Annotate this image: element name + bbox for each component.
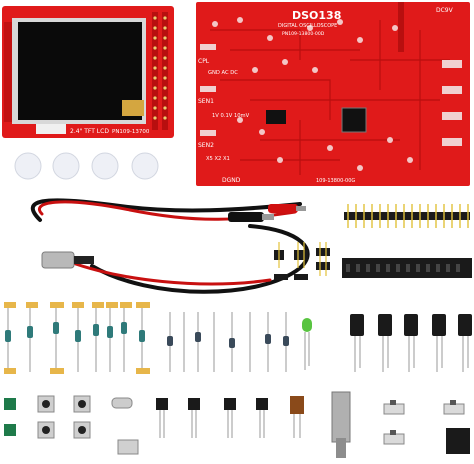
cpl-modes: GND AC DC: [208, 70, 238, 76]
mcu-chip: [341, 107, 367, 133]
lcd-label: 2.4" TFT LCD: [70, 128, 109, 135]
electrolytic-capacitors: [350, 314, 472, 372]
tactile-buttons: [37, 395, 91, 439]
sen1-values: 1V 0.1V 10mV: [212, 113, 250, 119]
green-led: [302, 318, 312, 370]
female-header: [342, 258, 472, 278]
rubber-feet: [14, 152, 159, 180]
lcd-part-number: PN109-13700: [112, 129, 150, 135]
lcd-header-pins: [152, 12, 168, 130]
resistors: [4, 302, 150, 374]
pin-header-long: [344, 204, 470, 228]
sen2-values: X5 X2 X1: [206, 156, 230, 162]
alligator-clip-red: [268, 204, 306, 213]
cpl-label: CPL: [198, 58, 210, 65]
board-part-number: PN109-13800-00D: [282, 31, 325, 37]
green-trimmers: [4, 398, 16, 436]
inductor: [290, 396, 304, 438]
bnc-panel-jack: [331, 391, 351, 458]
dc-power-jack: [446, 428, 470, 454]
alligator-clip-black: [228, 212, 274, 222]
main-oscilloscope-board: DSO138 DIGITAL OSCILLOSCOPE PN109-13800-…: [196, 2, 470, 186]
lcd-module-board: 2.4" TFT LCD PN109-13700: [2, 6, 174, 138]
sen2-label: SEN2: [198, 142, 214, 149]
small-headers: [274, 242, 330, 280]
bottom-part-number: 109-13800-00G: [316, 178, 355, 184]
board-subtitle: DIGITAL OSCILLOSCOPE: [278, 23, 337, 29]
crystal: [111, 397, 133, 409]
sen1-label: SEN1: [198, 98, 214, 105]
op-amp-chip: [266, 110, 286, 124]
bnc-connector: [41, 251, 94, 269]
dgnd-label: DGND: [222, 177, 241, 184]
transistors: [156, 398, 268, 438]
board-model: DSO138: [292, 9, 341, 22]
usb-connector: [117, 439, 139, 455]
slide-switches: [383, 400, 465, 445]
lcd-screen: [18, 22, 142, 120]
power-label: DC9V: [436, 7, 454, 14]
